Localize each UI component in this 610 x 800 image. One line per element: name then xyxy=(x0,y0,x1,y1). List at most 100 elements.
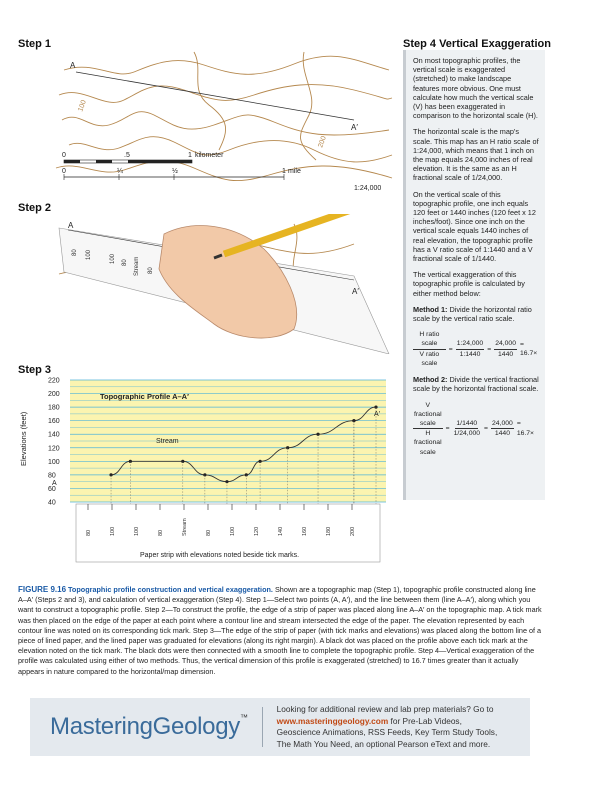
y-tick-label: 120 xyxy=(48,445,60,452)
method2-text: Method 2: Divide the vertical fractional… xyxy=(413,375,539,393)
step3-title: Step 3 xyxy=(18,364,52,376)
step2-point-a-prime: A′ xyxy=(352,287,359,296)
m2-lhs-num: V fractional scale xyxy=(413,401,443,430)
stream-label: Stream xyxy=(156,438,179,445)
scale-mi-quarter: ¼ xyxy=(117,168,123,175)
strip-tick-label: 180 xyxy=(326,527,332,536)
map-ratio: 1:24,000 xyxy=(354,185,381,192)
m1-rhs-num: 24,000 xyxy=(494,339,517,350)
chart-gridlines xyxy=(70,379,386,503)
y-tick-label: 40 xyxy=(48,500,56,507)
step2-svg: A A′ 80 100 100 80 Stream 80 xyxy=(58,201,390,355)
logo-trademark: ™ xyxy=(239,713,248,722)
profile-curve xyxy=(110,406,377,483)
scale-mi-half: ½ xyxy=(172,167,178,175)
step2-illustration: A A′ 80 100 100 80 Stream 80 xyxy=(54,201,394,355)
step4-para4: The vertical exaggeration of this topogr… xyxy=(413,270,525,298)
step4-para3: On the vertical scale of this topographi… xyxy=(413,189,536,264)
mastering-geology-banner: MasteringGeology™ Looking for additional… xyxy=(30,698,530,756)
chart-point-a-prime: A′ xyxy=(374,411,381,418)
m1-lhs-den: V ratio scale xyxy=(419,350,440,367)
strip-tick-label: Stream xyxy=(182,518,188,536)
chart-point-a: A xyxy=(52,480,57,487)
y-tick-label: 100 xyxy=(48,459,60,466)
m2-equals-2: = xyxy=(484,425,489,432)
banner-intro: Looking for additional review and lab pr… xyxy=(276,704,494,714)
profile-point xyxy=(286,446,290,450)
strip2-tick-label: Stream xyxy=(134,257,140,276)
figure-caption-text: Shown are a topographic map (Step 1), to… xyxy=(18,585,542,676)
contour-lines xyxy=(55,51,393,181)
m2-rhs-num: 24,000 xyxy=(491,419,514,430)
scale-mi-1: 1 xyxy=(282,168,286,175)
m1-rhs-den: 1440 xyxy=(498,350,514,358)
contour-label-200: 200 xyxy=(317,135,328,148)
y-tick-label: 160 xyxy=(48,418,60,425)
banner-text: Looking for additional review and lab pr… xyxy=(277,704,507,750)
method1-text: Method 1: Divide the horizontal ratio sc… xyxy=(413,305,539,323)
method1-desc: Divide the horizontal ratio scale by the… xyxy=(413,304,532,324)
profile-point xyxy=(225,480,229,484)
m1-lhs-num: H ratio scale xyxy=(413,330,446,350)
strip2-tick-label: 80 xyxy=(72,249,78,256)
scale-bar: 0 .5 1 kilometer 0 ¼ ½ 1 mile xyxy=(62,152,301,180)
logo-text: MasteringGeology xyxy=(50,713,240,740)
scale-km-0: 0 xyxy=(62,152,66,159)
hand-with-pencil-illustration xyxy=(158,201,366,339)
strip2-tick-label: 100 xyxy=(86,249,92,260)
scale-mi-0: 0 xyxy=(62,168,66,175)
m2-lhs-den: H fractional scale xyxy=(414,430,442,456)
scale-km-half: .5 xyxy=(124,152,130,159)
strip-tick-label: 120 xyxy=(254,527,260,536)
point-a-label: A xyxy=(70,61,76,70)
m2-result: = 16.7× xyxy=(516,420,535,437)
step2-point-a: A xyxy=(68,221,74,230)
scale-km-1: 1 xyxy=(188,152,192,159)
chart-title: Topographic Profile A–A′ xyxy=(100,392,189,401)
strip-tick-label: 200 xyxy=(350,527,356,536)
point-a-prime-label: A′ xyxy=(351,123,358,132)
figure-number: FIGURE 9.16 xyxy=(18,585,67,594)
figure-title: Topographic profile construction and ver… xyxy=(68,585,273,594)
strip-caption: Paper strip with elevations noted beside… xyxy=(140,552,299,559)
strip-tick-label: 140 xyxy=(278,527,284,536)
banner-divider xyxy=(261,707,263,747)
profile-line-a-a-prime xyxy=(75,71,355,121)
topographic-map-svg: A A′ 100 200 0 .5 1 kilometer 0 ¼ ½ 1 mi… xyxy=(55,51,393,192)
m2-rhs-den: 1440 xyxy=(494,430,510,438)
y-tick-label: 200 xyxy=(48,391,60,398)
banner-url-link[interactable]: www.masteringgeology.com xyxy=(276,715,389,726)
strip-tick-label: 100 xyxy=(110,527,116,536)
topographic-map: A A′ 100 200 0 .5 1 kilometer 0 ¼ ½ 1 mi… xyxy=(54,50,394,196)
y-tick-label: 220 xyxy=(48,378,60,385)
step1-title: Step 1 xyxy=(18,38,52,50)
y-axis-ticks: 220 200 180 160 140 120 100 80 60 40 xyxy=(48,378,60,507)
m1-mid-num: 1:24,000 xyxy=(455,339,485,350)
strip2-tick-label: 100 xyxy=(110,253,116,264)
m1-result: = 16.7× xyxy=(520,340,538,358)
y-tick-label: 180 xyxy=(48,405,60,412)
m1-equals-2: = xyxy=(487,345,492,353)
scale-unit-km: kilometer xyxy=(195,152,224,159)
contour-label-100: 100 xyxy=(77,99,88,112)
mastering-geology-logo: MasteringGeology™ xyxy=(50,713,248,741)
y-tick-label: 60 xyxy=(48,486,56,493)
method2-desc: Divide the vertical fractional scale by … xyxy=(413,375,539,394)
step4-para1: On most topographic profiles, the vertic… xyxy=(413,56,538,121)
strip-tick-label: 100 xyxy=(230,527,236,536)
strip-tick-label: 160 xyxy=(302,527,308,536)
y-tick-label: 140 xyxy=(48,432,60,439)
m1-mid-den: 1:1440 xyxy=(459,350,481,358)
y-tick-label: 80 xyxy=(48,472,56,479)
banner-rest: for Pre-Lab Videos, Geoscience Animation… xyxy=(276,715,498,749)
method2-label: Method 2: xyxy=(413,375,448,385)
step2-title: Step 2 xyxy=(18,202,52,214)
